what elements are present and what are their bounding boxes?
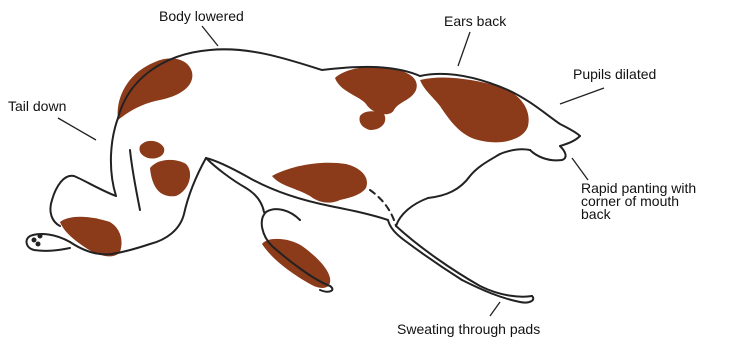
outline-belly-inner xyxy=(206,158,264,212)
patch-belly xyxy=(272,163,367,203)
label-pupils-dilated: Pupils dilated xyxy=(573,67,656,81)
patch-head xyxy=(420,78,529,143)
leader-tail-down xyxy=(58,118,96,140)
patch-hind-foot xyxy=(60,217,122,257)
leader-pupils-dilated xyxy=(560,88,604,104)
patch-thigh xyxy=(139,141,164,159)
outline-tail xyxy=(111,118,118,196)
label-body-lowered: Body lowered xyxy=(159,9,244,23)
outline-neck-front xyxy=(428,154,500,198)
leader-body-lowered xyxy=(202,26,218,46)
patch-thigh-lower xyxy=(150,160,190,196)
outline-snout xyxy=(560,136,580,146)
leader-panting xyxy=(572,158,588,180)
outline-hind-paw xyxy=(27,234,70,251)
patch-back xyxy=(335,66,417,114)
patch-back-small xyxy=(359,111,385,130)
outline-chest-inner xyxy=(370,190,396,226)
outline-mouth xyxy=(500,149,530,154)
label-panting: Rapid panting with corner of mouth back xyxy=(581,182,731,221)
outline-foreleg-front xyxy=(396,226,532,297)
outline-front-paw xyxy=(462,280,533,303)
outline-jaw xyxy=(530,146,566,160)
outline-hip-inner xyxy=(130,150,140,210)
outline-chest xyxy=(396,198,428,226)
label-tail-down: Tail down xyxy=(8,99,66,113)
label-sweating: Sweating through pads xyxy=(397,322,540,336)
label-panting-line3: back xyxy=(581,208,731,221)
leader-sweating xyxy=(490,302,500,316)
leader-ears-back xyxy=(458,32,470,66)
label-ears-back: Ears back xyxy=(444,14,506,28)
